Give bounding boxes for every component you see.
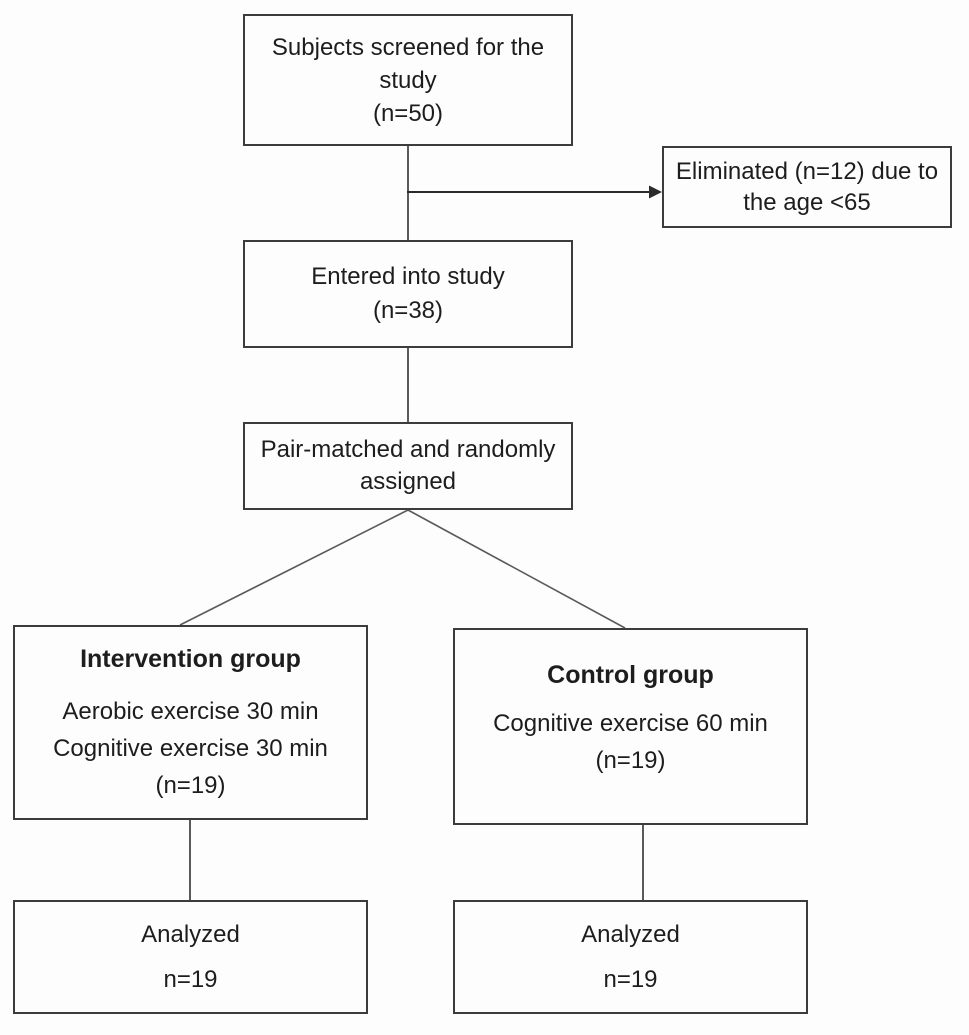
box-line: (n=19): [155, 772, 226, 799]
box-line: Pair-matched and randomly: [260, 436, 556, 463]
connector-pairmatched-to-control: [407, 509, 626, 629]
box-line: (n=19): [595, 747, 666, 774]
box-line: assigned: [359, 468, 457, 495]
box-line: (n=38): [372, 297, 444, 324]
box-line: Eliminated (n=12) due to: [675, 158, 939, 185]
box-line: (n=50): [372, 99, 444, 127]
box-pair-matched: Pair-matched and randomly assigned: [243, 422, 573, 510]
box-eliminated: Eliminated (n=12) due to the age <65: [662, 146, 952, 228]
box-analyzed-intervention: Analyzed n=19: [13, 900, 368, 1014]
group-title: Intervention group: [80, 645, 301, 673]
box-line: the age <65: [743, 189, 871, 216]
group-details: Aerobic exercise 30 min Cognitive exerci…: [53, 693, 328, 804]
box-line: n=19: [163, 966, 218, 993]
box-line: Cognitive exercise 60 min: [493, 710, 768, 737]
box-line: n=19: [603, 966, 658, 993]
box-intervention-group: Intervention group Aerobic exercise 30 m…: [13, 625, 368, 820]
box-line: Cognitive exercise 30 min: [53, 735, 328, 762]
box-analyzed-control: Analyzed n=19: [453, 900, 808, 1014]
box-line: Analyzed: [141, 921, 240, 948]
arrowhead-shape: [649, 185, 662, 199]
group-title: Control group: [547, 661, 714, 689]
box-entered-study: Entered into study (n=38): [243, 240, 573, 348]
box-subjects-screened: Subjects screened for the study (n=50): [243, 14, 573, 146]
group-details: Cognitive exercise 60 min (n=19): [493, 705, 768, 779]
box-line: study: [379, 66, 437, 94]
box-line: Analyzed: [581, 921, 680, 948]
connector-pairmatched-to-intervention: [179, 509, 409, 626]
box-line: Aerobic exercise 30 min: [62, 698, 319, 725]
box-line: Entered into study: [311, 263, 505, 290]
box-control-group: Control group Cognitive exercise 60 min …: [453, 628, 808, 825]
box-line: Subjects screened for the: [271, 33, 545, 61]
